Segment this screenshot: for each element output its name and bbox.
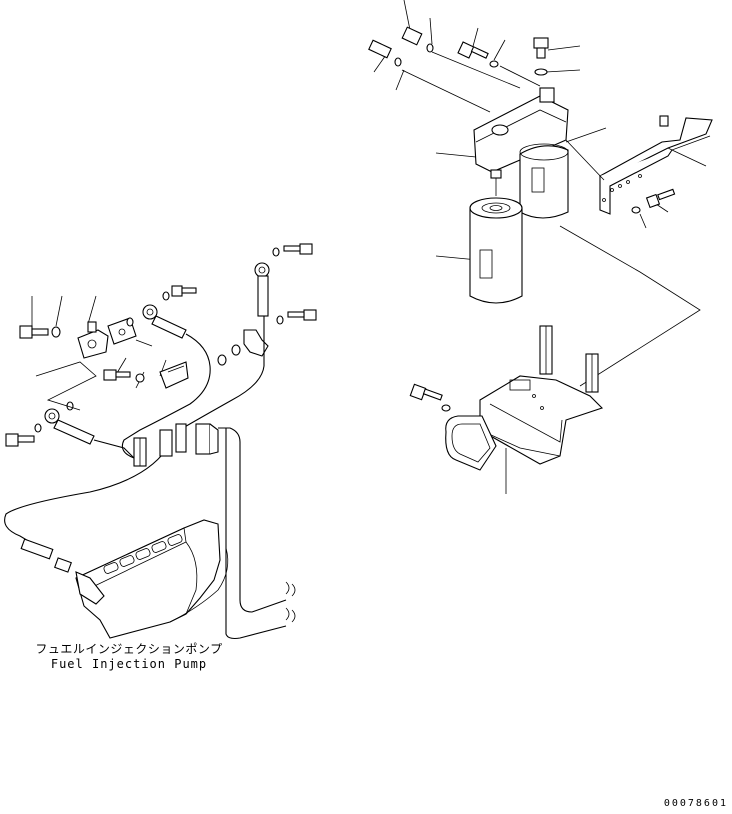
fuel-pipe-lower	[93, 439, 135, 459]
banjo-bolt-upper	[162, 285, 197, 301]
fuel-filter-assembly	[368, 0, 713, 387]
banjo-bolt-right-mid	[276, 309, 317, 325]
filter-bracket	[565, 115, 713, 215]
union-fitting	[217, 329, 269, 366]
clip-bracket	[159, 361, 189, 389]
eye-joint-lower	[44, 401, 95, 445]
eye-joint-right	[254, 262, 270, 317]
plug-bolt	[533, 37, 549, 76]
elbow-fitting-top	[401, 26, 434, 53]
eye-joint-upper	[142, 304, 187, 339]
pipe-clamp-mid	[159, 423, 187, 457]
mount-bracket	[479, 375, 604, 465]
joint-block	[77, 321, 109, 359]
banjo-bolt-left	[19, 325, 61, 339]
banjo-bolt-lower	[5, 423, 42, 447]
pump-label-english: Fuel Injection Pump	[50, 657, 208, 671]
bracket-bolt	[631, 188, 676, 214]
mount-post-right	[585, 353, 599, 393]
pump-label-japanese: フュエルインジェクションポンプ	[35, 642, 223, 656]
return-pipe	[218, 427, 287, 613]
bolt-top	[457, 41, 499, 68]
connector-fitting	[368, 39, 402, 67]
mount-bracket-assembly	[409, 325, 604, 494]
pipe-clamp-left	[133, 437, 147, 467]
mount-bolt	[409, 383, 451, 412]
small-bolt	[103, 369, 145, 383]
filter-cartridge-right	[519, 143, 569, 219]
handle-guard	[445, 415, 497, 471]
filter-head	[473, 87, 569, 173]
pump-inlet-fitting	[20, 538, 105, 605]
drawing-number: 00078601	[663, 798, 728, 809]
fuel-pipe-long	[4, 443, 171, 549]
pipe-clamp-right	[195, 423, 219, 455]
fuel-pipe-vertical	[175, 316, 265, 433]
banjo-bolt-right-top	[272, 243, 313, 257]
spin-on-filter	[469, 169, 523, 304]
mount-post-left	[539, 325, 553, 375]
fuel-pipe-upper	[121, 333, 211, 459]
fuel-injection-pump	[20, 519, 229, 639]
fuel-line-assembly	[4, 243, 317, 640]
